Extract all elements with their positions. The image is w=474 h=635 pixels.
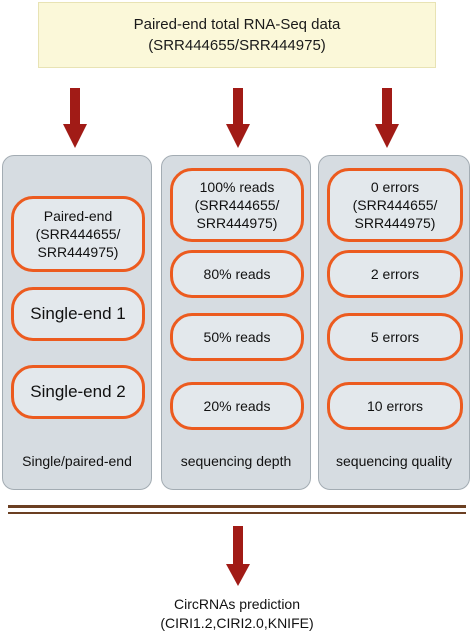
column-single-paired-end: Paired-end (SRR444655/ SRR444975) Single… xyxy=(2,155,152,490)
condition-0-errors: 0 errors (SRR444655/ SRR444975) xyxy=(327,168,463,242)
column-label: sequencing depth xyxy=(180,453,292,469)
condition-line: 100% reads xyxy=(199,179,275,195)
output-title: CircRNAs prediction xyxy=(173,596,301,612)
arrow-down-icon xyxy=(375,88,399,148)
condition-100-reads: 100% reads (SRR444655/ SRR444975) xyxy=(170,168,304,242)
output-tools: (CIRI1.2,CIRI2.0,KNIFE) xyxy=(160,615,314,631)
condition-single-end-1: Single-end 1 xyxy=(11,287,145,341)
arrow-down-icon xyxy=(226,88,250,148)
condition-10-errors: 10 errors xyxy=(327,382,463,430)
condition-line: SRR444975) xyxy=(354,215,436,231)
condition-5-errors: 5 errors xyxy=(327,313,463,361)
condition-line: (SRR444655/ xyxy=(194,197,280,213)
arrow-down-icon xyxy=(63,88,87,148)
condition-line: Paired-end xyxy=(43,208,113,224)
condition-80-reads: 80% reads xyxy=(170,250,304,298)
column-label: sequencing quality xyxy=(336,453,452,469)
condition-line: 0 errors xyxy=(370,179,420,195)
divider-rule xyxy=(8,512,466,514)
input-data-box: Paired-end total RNA-Seq data (SRR444655… xyxy=(38,2,436,68)
condition-50-reads: 50% reads xyxy=(170,313,304,361)
condition-20-reads: 20% reads xyxy=(170,382,304,430)
column-sequencing-depth: 100% reads (SRR444655/ SRR444975) 80% re… xyxy=(161,155,311,490)
column-sequencing-quality: 0 errors (SRR444655/ SRR444975) 2 errors… xyxy=(318,155,470,490)
condition-line: (SRR444655/ xyxy=(35,226,121,242)
arrow-down-icon xyxy=(226,526,250,586)
condition-line: SRR444975) xyxy=(37,244,119,260)
condition-line: SRR444975) xyxy=(196,215,278,231)
condition-paired-end: Paired-end (SRR444655/ SRR444975) xyxy=(11,196,145,272)
condition-line: (SRR444655/ xyxy=(352,197,438,213)
condition-single-end-2: Single-end 2 xyxy=(11,365,145,419)
condition-2-errors: 2 errors xyxy=(327,250,463,298)
column-label: Single/paired-end xyxy=(22,453,132,469)
divider-rule xyxy=(8,505,466,508)
input-accessions: (SRR444655/SRR444975) xyxy=(148,37,326,54)
output-block: CircRNAs prediction (CIRI1.2,CIRI2.0,KNI… xyxy=(0,595,474,633)
input-title: Paired-end total RNA-Seq data xyxy=(133,16,341,33)
